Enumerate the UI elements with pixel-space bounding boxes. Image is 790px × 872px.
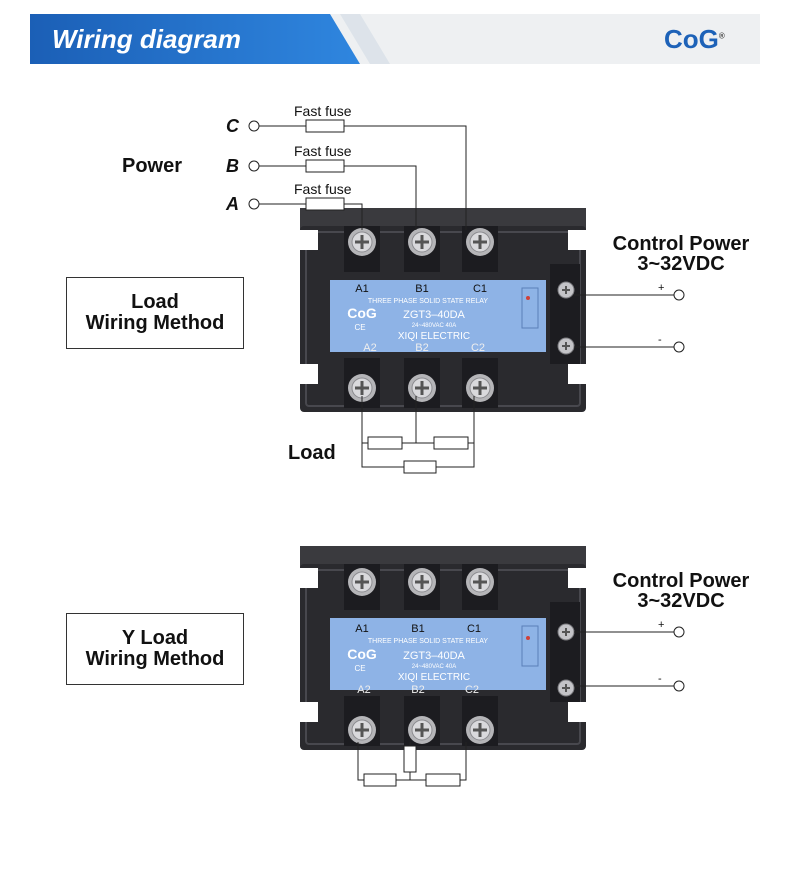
load-method-line1: Load (131, 291, 179, 313)
control-power-bottom: Control Power 3~32VDC (598, 571, 764, 611)
load-label: Load (288, 442, 336, 464)
relay-bottom-model: ZGT3–40DA (403, 650, 465, 662)
terminal-c-icon (248, 120, 260, 132)
relay-top-t-b2: B2 (415, 342, 428, 354)
relay-bottom-t-a1: A1 (355, 623, 368, 635)
fuse-label-b: Fast fuse (294, 143, 352, 159)
fuse-c-icon (305, 119, 345, 133)
relay-bottom-t-b2: B2 (411, 684, 424, 696)
load-method-line2: Wiring Method (85, 312, 225, 334)
y-resistor-left-icon (363, 773, 397, 787)
relay-top-t-c1: C1 (473, 283, 487, 295)
relay-top-t-c2: C2 (471, 342, 485, 354)
relay-bottom-ce: CE (354, 664, 365, 673)
relay-top-brand: CoG (347, 305, 377, 321)
power-label: Power (122, 155, 183, 177)
control-power-bottom-line2: 3~32VDC (637, 590, 725, 612)
relay-bottom-rating: 24~480VAC 40A (412, 664, 456, 670)
page-title: Wiring diagram (52, 24, 242, 54)
y-resistor-right-icon (425, 773, 461, 787)
control-wiring-top (574, 289, 685, 353)
terminal-b-icon (248, 160, 260, 172)
phase-b-label: B (226, 156, 239, 176)
brand-mark: ® (718, 31, 725, 41)
relay-top-subtitle: THREE PHASE SOLID STATE RELAY (368, 298, 489, 305)
brand-logo: CoG® (664, 24, 725, 55)
relay-bottom-labels: A1 B1 C1 THREE PHASE SOLID STATE RELAY C… (347, 623, 488, 696)
relay-top (297, 207, 589, 413)
fuse-b-icon (305, 159, 345, 173)
control-power-top-line1: Control Power (612, 233, 750, 255)
relay-top-t-a2: A2 (363, 342, 376, 354)
relay-top-t-a1: A1 (355, 283, 368, 295)
phase-a-label: A (226, 194, 239, 214)
load-resistor-3-icon (403, 460, 437, 474)
power-wiring (248, 119, 467, 230)
relay-top-rating: 24~480VAC 40A (412, 323, 456, 329)
y-load-method-box: Y Load Wiring Method (66, 613, 244, 685)
relay-top-t-b1: B1 (415, 283, 428, 295)
fuse-a-icon (305, 197, 345, 211)
header-blue-ribbon (30, 14, 360, 64)
control-minus-sign: - (658, 334, 662, 346)
load-method-box: Load Wiring Method (66, 277, 244, 349)
phase-c-label: C (226, 116, 239, 136)
load-resistor-1-icon (367, 436, 403, 450)
relay-bottom-t-a2: A2 (357, 684, 370, 696)
control-plus-terminal-bottom-icon (673, 626, 685, 638)
control-minus-terminal-bottom-icon (673, 680, 685, 692)
relay-bottom-t-c1: C1 (467, 623, 481, 635)
control-plus-terminal-icon (673, 289, 685, 301)
fuse-label-c: Fast fuse (294, 103, 352, 119)
relay-bottom (297, 545, 589, 751)
control-power-bottom-line1: Control Power (612, 570, 750, 592)
y-load-wiring (357, 742, 467, 787)
control-plus-sign-bottom: + (658, 619, 664, 631)
y-resistor-center-icon (403, 745, 417, 773)
fuse-label-a: Fast fuse (294, 181, 352, 197)
brand-text: CoG (664, 24, 719, 54)
control-minus-terminal-icon (673, 341, 685, 353)
relay-bottom-brand: CoG (347, 646, 377, 662)
y-load-method-line1: Y Load (121, 627, 189, 649)
relay-top-labels: A1 B1 C1 THREE PHASE SOLID STATE RELAY C… (347, 283, 488, 354)
load-wiring (361, 396, 475, 474)
control-plus-sign: + (658, 282, 664, 294)
y-load-method-line2: Wiring Method (85, 648, 225, 670)
load-resistor-2-icon (433, 436, 469, 450)
control-power-top: Control Power 3~32VDC (598, 234, 764, 274)
terminal-a-icon (248, 198, 260, 210)
relay-bottom-subtitle: THREE PHASE SOLID STATE RELAY (368, 638, 489, 645)
relay-bottom-t-b1: B1 (411, 623, 424, 635)
control-wiring-bottom (574, 626, 685, 692)
relay-top-model: ZGT3–40DA (403, 309, 465, 321)
relay-bottom-maker: XIQI ELECTRIC (398, 672, 470, 683)
relay-bottom-t-c2: C2 (465, 684, 479, 696)
control-power-top-line2: 3~32VDC (637, 253, 725, 275)
control-minus-sign-bottom: - (658, 673, 662, 685)
relay-top-maker: XIQI ELECTRIC (398, 331, 470, 342)
relay-top-ce: CE (354, 323, 365, 332)
